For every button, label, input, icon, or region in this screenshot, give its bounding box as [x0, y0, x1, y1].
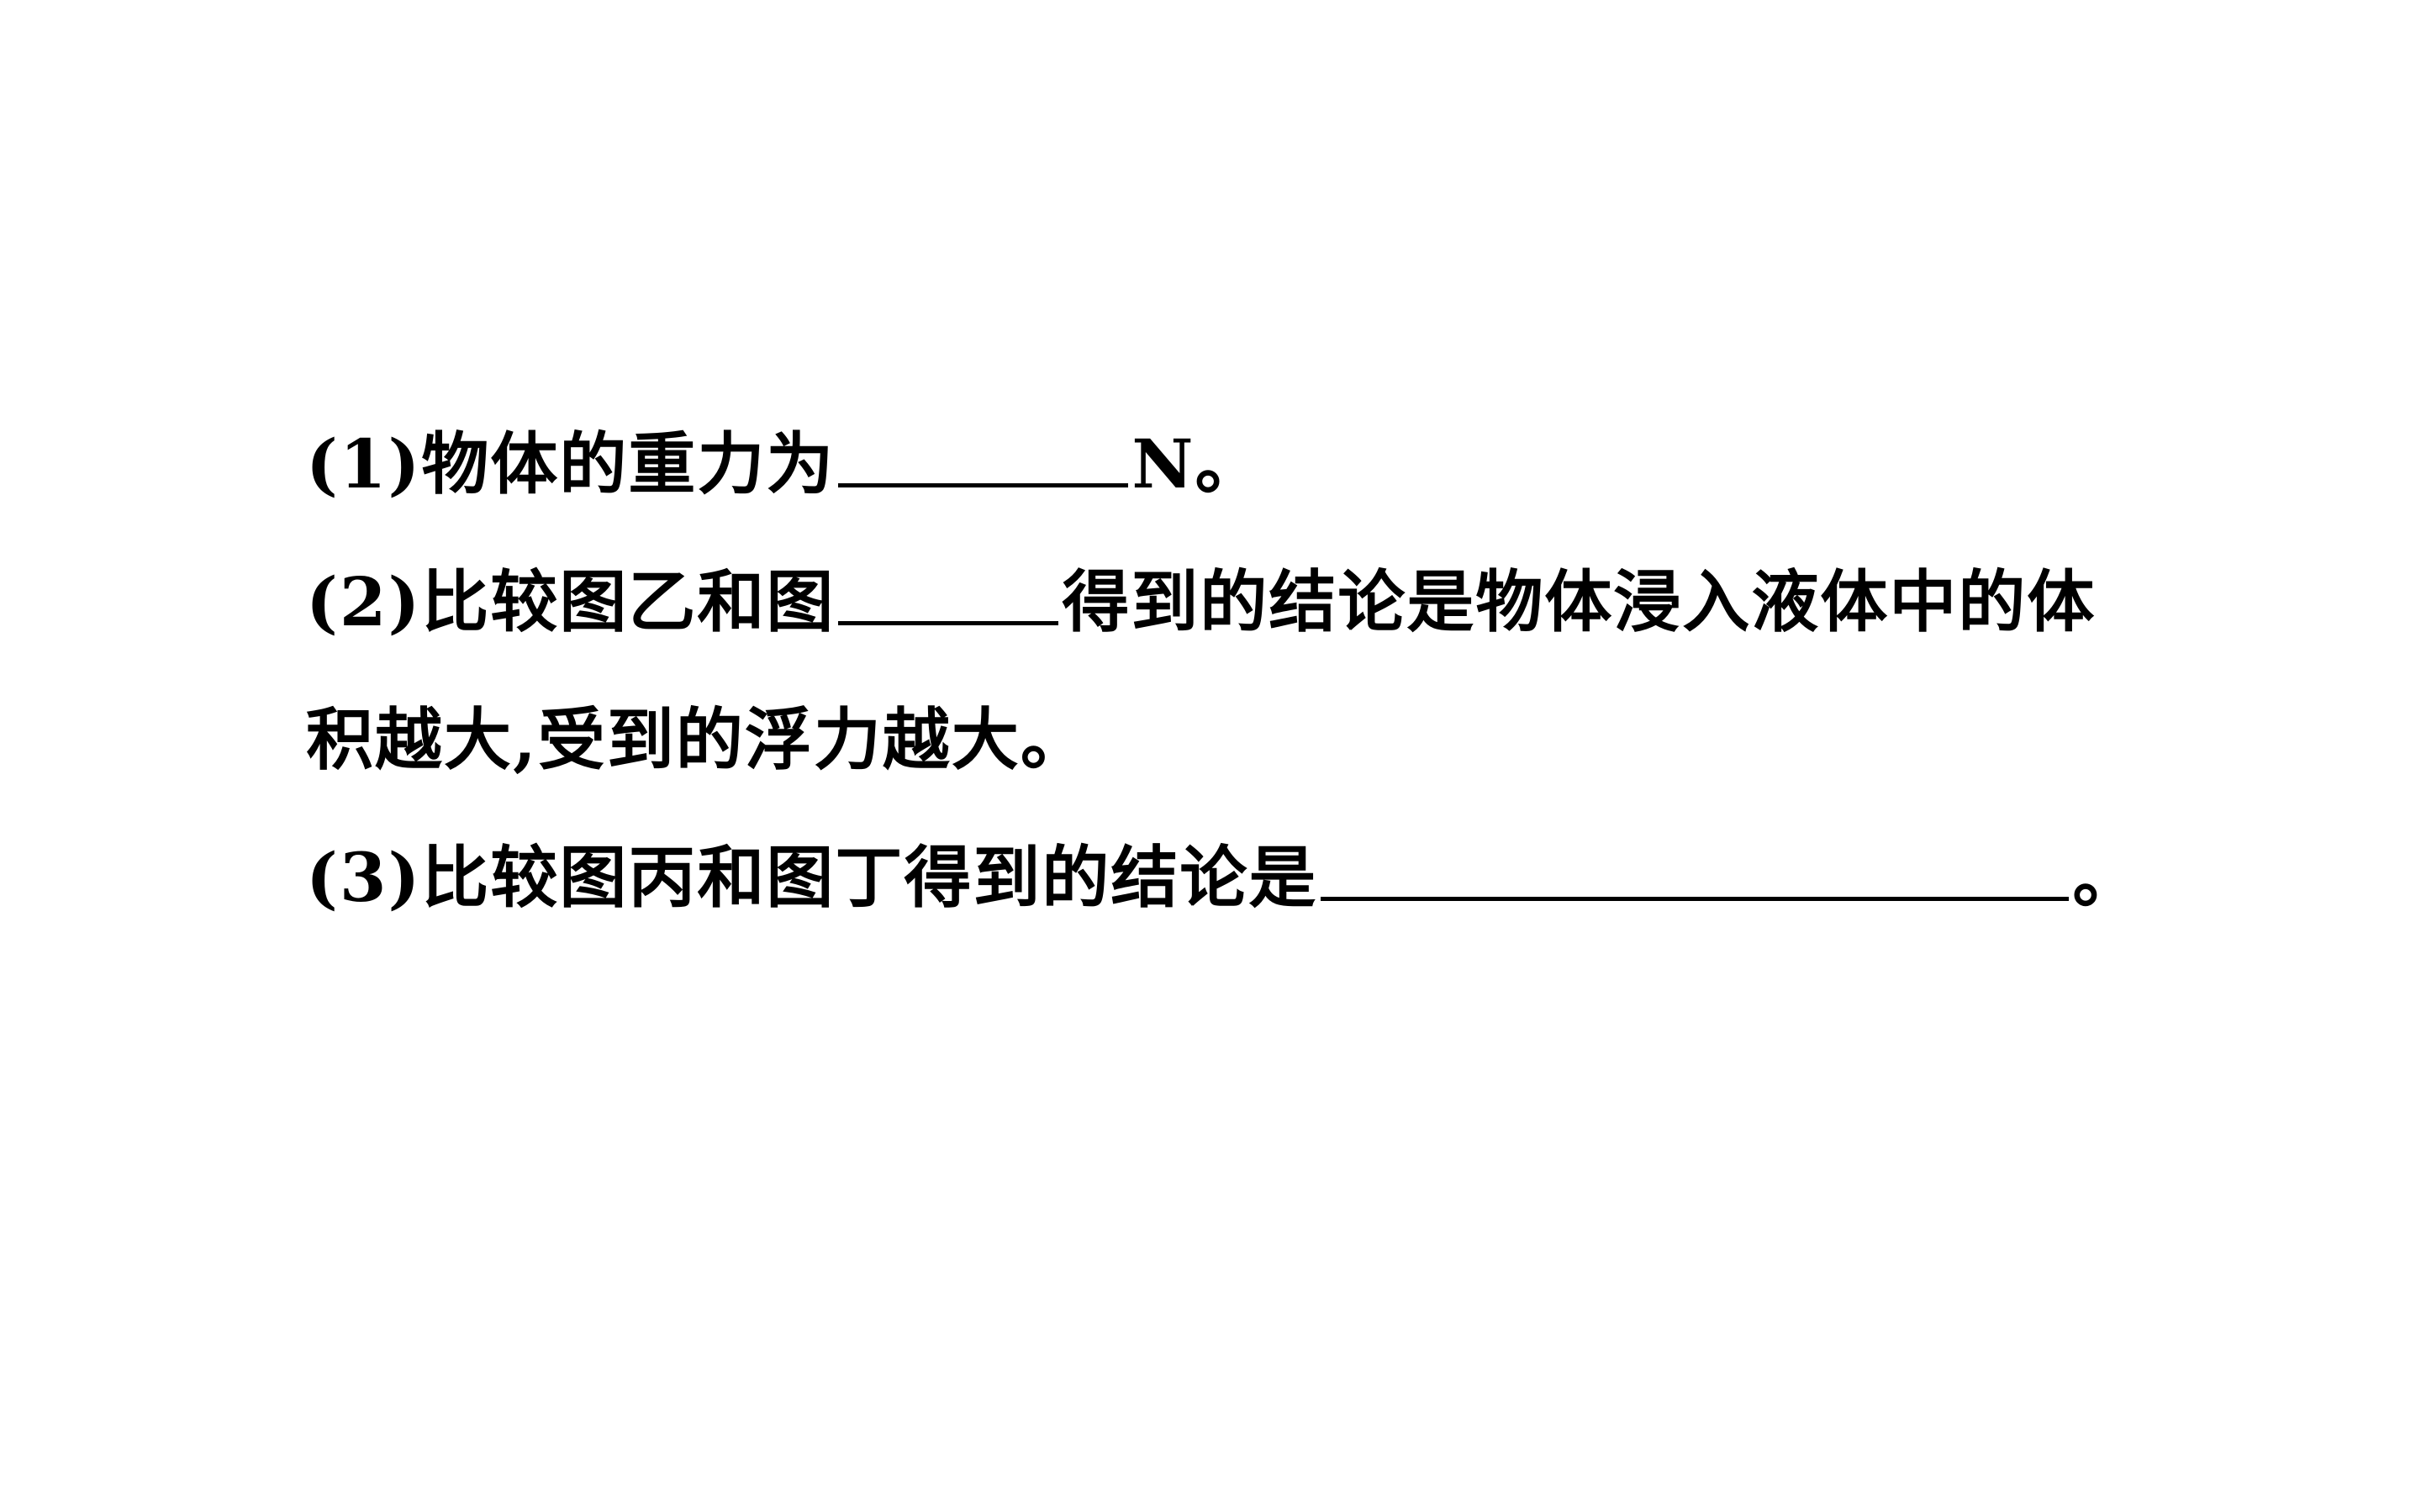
question-2-continuation: 积越大,受到的浮力越大。 — [306, 671, 2239, 809]
question-1-suffix: N。 — [1131, 424, 1264, 503]
question-2-suffix: 得到的结论是物体浸入液体中的体 — [1062, 562, 2097, 641]
question-2-answer-blank[interactable] — [838, 551, 1059, 625]
question-3-suffix: 。 — [2072, 838, 2142, 917]
question-list: (1)物体的重力为 N。 (2)比较图乙和图 得到的结论是物体浸入液体中的体 积越大… — [306, 395, 2239, 946]
question-1: (1)物体的重力为 N。 — [306, 395, 2239, 533]
question-1-answer-blank[interactable] — [838, 413, 1129, 487]
question-3-answer-blank[interactable] — [1321, 826, 2070, 901]
question-3-prefix: (3)比较图丙和图丁得到的结论是 — [306, 838, 1318, 917]
question-3: (3)比较图丙和图丁得到的结论是 。 — [306, 809, 2239, 946]
question-2-prefix: (2)比较图乙和图 — [306, 562, 836, 641]
question-1-prefix: (1)物体的重力为 — [306, 424, 836, 503]
question-2: (2)比较图乙和图 得到的结论是物体浸入液体中的体 — [306, 533, 2239, 671]
question-2-continuation-text: 积越大,受到的浮力越大。 — [306, 700, 1089, 779]
